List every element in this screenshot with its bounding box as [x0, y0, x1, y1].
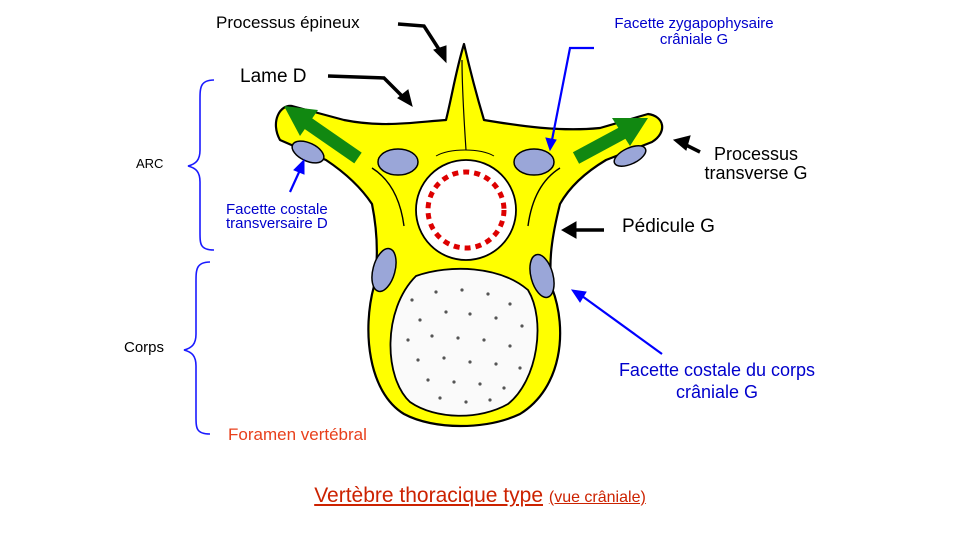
pointer-processus-epineux [397, 22, 447, 64]
label-lame: Lame D [240, 66, 307, 87]
brace-corps [183, 261, 211, 435]
diagram-title: Vertèbre thoracique type (vue crâniale) [0, 484, 960, 508]
pointer-facette-costale-transversaire [288, 158, 305, 193]
label-facette-costale-transversaire: Facette costale transversaire D [226, 201, 328, 233]
title-view: (vue crâniale) [548, 489, 646, 506]
title-main: Vertèbre thoracique type [314, 484, 544, 507]
label-foramen-vertebral: Foramen vertébral [228, 425, 367, 444]
vertebral-body-cancellous [389, 267, 539, 417]
facette-costale-transversaire-gauche [613, 145, 647, 167]
label-facette-zygapophysaire-line1: Facette zygapophysaire [614, 15, 774, 32]
lamina-contour-left [371, 167, 405, 227]
facette-zygapophysaire-droite [377, 148, 419, 176]
pointer-lame [327, 74, 413, 108]
pointer-pedicule [560, 221, 604, 239]
facette-costale-corps-gauche [529, 253, 555, 299]
label-facette-costale-corps-line1: Facette costale du corps [618, 360, 816, 380]
label-processus-transverse-line1: Processus [713, 144, 799, 164]
label-facette-costale-corps: Facette costale du corps crâniale G [596, 360, 838, 403]
pointer-processus-transverse [672, 135, 701, 154]
label-facette-costale-transversaire-line2: transversaire D [226, 215, 328, 233]
pointer-facette-zygapophysaire [545, 46, 594, 152]
label-processus-transverse-line2: transverse G [704, 162, 808, 183]
green-arrow-right [572, 118, 648, 164]
label-processus-transverse: Processus transverse G [686, 145, 826, 183]
label-processus-epineux: Processus épineux [216, 13, 360, 32]
label-facette-zygapophysaire: Facette zygapophysaire crâniale G [594, 16, 794, 48]
vertebral-canal [415, 159, 517, 261]
label-facette-costale-transversaire-line1: Facette costale [226, 201, 328, 218]
facette-zygapophysaire-gauche [513, 148, 555, 176]
brace-arc [187, 79, 215, 251]
green-arrow-left [284, 106, 362, 164]
label-pedicule: Pédicule G [622, 216, 715, 237]
spinous-base-hatch [435, 149, 495, 157]
label-facette-zygapophysaire-line2: crâniale G [659, 30, 729, 48]
facette-costale-corps-droite [371, 247, 397, 293]
foramen-dotted-outline [425, 169, 507, 251]
spinous-ridge [461, 59, 467, 151]
label-facette-costale-corps-line2: crâniale G [675, 381, 759, 402]
label-corps: Corps [124, 339, 165, 356]
trabecular-dots [406, 288, 524, 404]
pointer-facette-costale-corps [570, 289, 663, 355]
lamina-contour-right [527, 167, 561, 227]
label-arc: ARC [136, 156, 164, 171]
